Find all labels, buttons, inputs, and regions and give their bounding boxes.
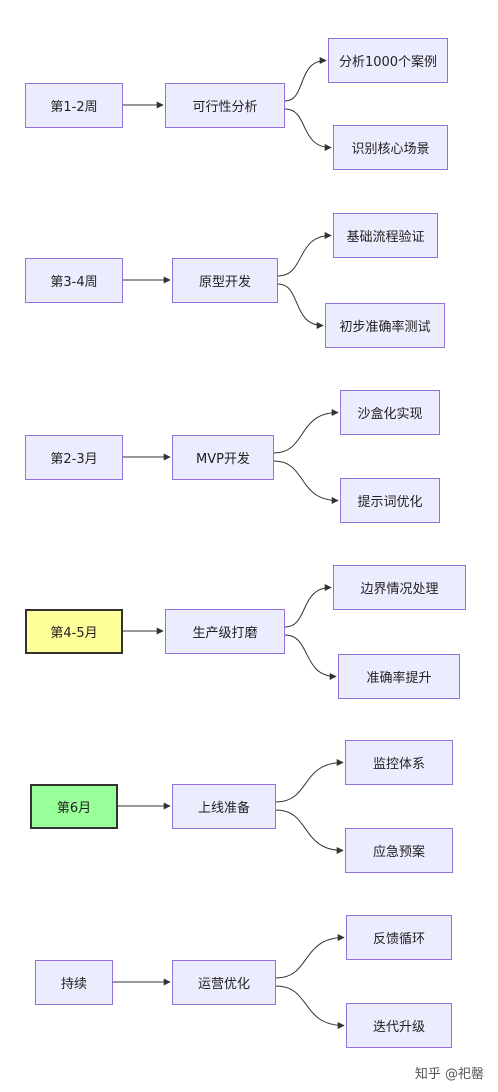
time-node: 第6月 [30,783,118,829]
time-node: 第1-2周 [25,82,123,128]
edge-phase-to-task [275,934,345,979]
edge-phase-to-task [275,809,344,854]
task-node-label: 识别核心场景 [351,142,430,157]
time-node: 第4-5月 [25,608,123,654]
edge-phase-to-task [284,634,337,680]
time-node: 第2-3月 [25,434,123,480]
task-node: 迭代升级 [346,1003,452,1048]
phase-node: 原型开发 [172,257,278,303]
edge-phase-to-task [284,57,327,102]
phase-node-label: 可行性分析 [192,99,258,115]
time-node-label: 第2-3月 [50,451,98,467]
task-node: 反馈循环 [346,915,452,960]
task-node-label: 提示词优化 [357,495,423,510]
time-node-label: 第6月 [56,800,92,816]
task-node: 沙盒化实现 [340,390,440,435]
task-node: 提示词优化 [340,478,440,523]
task-node-label: 反馈循环 [372,932,425,947]
edge-phase-to-task [277,283,324,329]
task-node: 分析1000个案例 [328,38,448,83]
time-node-label: 第1-2周 [50,99,98,115]
edge-phase-to-task [284,108,332,151]
task-node: 准确率提升 [338,654,460,699]
phase-node: 上线准备 [172,783,276,829]
task-node-label: 边界情况处理 [360,582,439,597]
task-node-label: 监控体系 [372,757,425,772]
task-node: 边界情况处理 [333,565,466,610]
task-node: 应急预案 [345,828,453,873]
edge-phase-to-task [273,409,339,454]
time-node-label: 第3-4周 [50,274,98,290]
watermark: 知乎 @祀罄 [415,1063,484,1082]
task-node: 初步准确率测试 [325,303,445,348]
edge-phase-to-task [275,759,344,803]
phase-node: 可行性分析 [165,82,285,128]
watermark-text: 知乎 @祀罄 [414,1067,484,1082]
edge-phase-to-task [277,232,332,277]
phase-node-label: 上线准备 [197,800,250,816]
phase-node-label: 原型开发 [198,274,251,290]
phase-node: MVP开发 [172,434,274,480]
task-node-label: 分析1000个案例 [338,55,438,70]
phase-node: 运营优化 [172,959,276,1005]
time-node-label: 第4-5月 [50,625,98,641]
task-node-label: 准确率提升 [366,671,432,686]
time-node: 第3-4周 [25,257,123,303]
phase-node-label: 生产级打磨 [192,625,258,641]
task-node-label: 沙盒化实现 [357,407,423,422]
phase-node-label: MVP开发 [196,451,250,467]
task-node: 监控体系 [345,740,453,785]
time-node-label: 持续 [60,976,87,992]
phase-node: 生产级打磨 [165,608,285,654]
task-node-label: 基础流程验证 [346,230,425,245]
task-node: 识别核心场景 [333,125,448,170]
time-node: 持续 [35,959,113,1005]
phase-node-label: 运营优化 [197,976,250,992]
edge-phase-to-task [275,985,345,1029]
edge-phase-to-task [284,584,332,628]
edge-phase-to-task [273,460,339,504]
task-node-label: 初步准确率测试 [339,320,431,335]
task-node-label: 应急预案 [372,845,425,860]
task-node: 基础流程验证 [333,213,438,258]
task-node-label: 迭代升级 [372,1020,425,1035]
